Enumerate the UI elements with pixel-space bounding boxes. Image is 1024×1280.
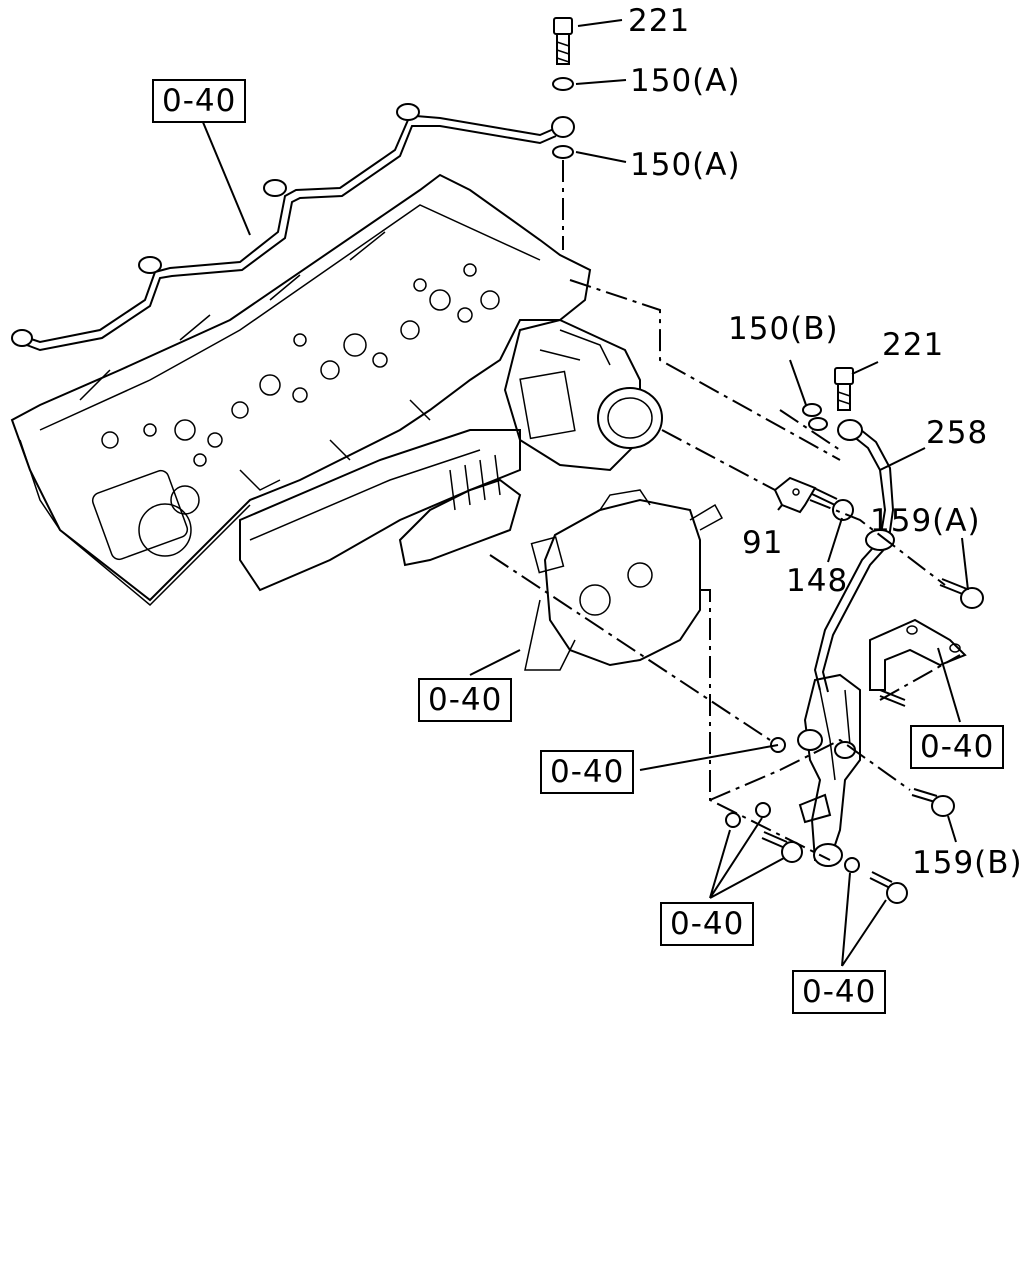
callout-91: 91	[742, 525, 784, 561]
bolt-221-right	[834, 367, 854, 411]
cylinder-head	[10, 173, 592, 607]
dash-dot-lines	[489, 160, 961, 861]
ref-box-lower-right: 0-40	[792, 970, 887, 1014]
callout-150b: 150(B)	[728, 311, 839, 347]
leader-lines	[199, 19, 969, 967]
fuel-block	[797, 673, 861, 867]
bolt-159a	[939, 578, 984, 609]
callout-150a-upper: 150(A)	[630, 63, 741, 99]
fuel-pipe-258	[813, 419, 895, 693]
callout-221-top: 221	[628, 3, 691, 39]
supply-pump	[524, 489, 724, 671]
ref-box-lower-left: 0-40	[660, 902, 755, 946]
leak-off-pipe	[11, 103, 575, 352]
common-rail-injector-lines	[239, 429, 522, 592]
throttle-body	[503, 318, 663, 472]
callout-148: 148	[786, 563, 849, 599]
washer-150a-upper	[552, 77, 574, 91]
callout-221-right: 221	[882, 327, 945, 363]
callout-159a: 159(A)	[870, 503, 981, 539]
washer-150a-lower	[552, 145, 574, 159]
ref-box-pump: 0-40	[418, 678, 513, 722]
ref-box-oring: 0-40	[540, 750, 635, 794]
callout-159b: 159(B)	[912, 845, 1023, 881]
lower-washers-bolts	[725, 737, 908, 904]
bolt-221-top	[553, 17, 573, 65]
ref-box-head-pipe: 0-40	[152, 79, 247, 123]
callout-150a-lower: 150(A)	[630, 147, 741, 183]
callout-258: 258	[926, 415, 989, 451]
bolt-159b	[911, 788, 955, 817]
ref-box-bracket: 0-40	[910, 725, 1005, 769]
washer-150b	[802, 403, 828, 431]
head-ports	[101, 263, 500, 467]
